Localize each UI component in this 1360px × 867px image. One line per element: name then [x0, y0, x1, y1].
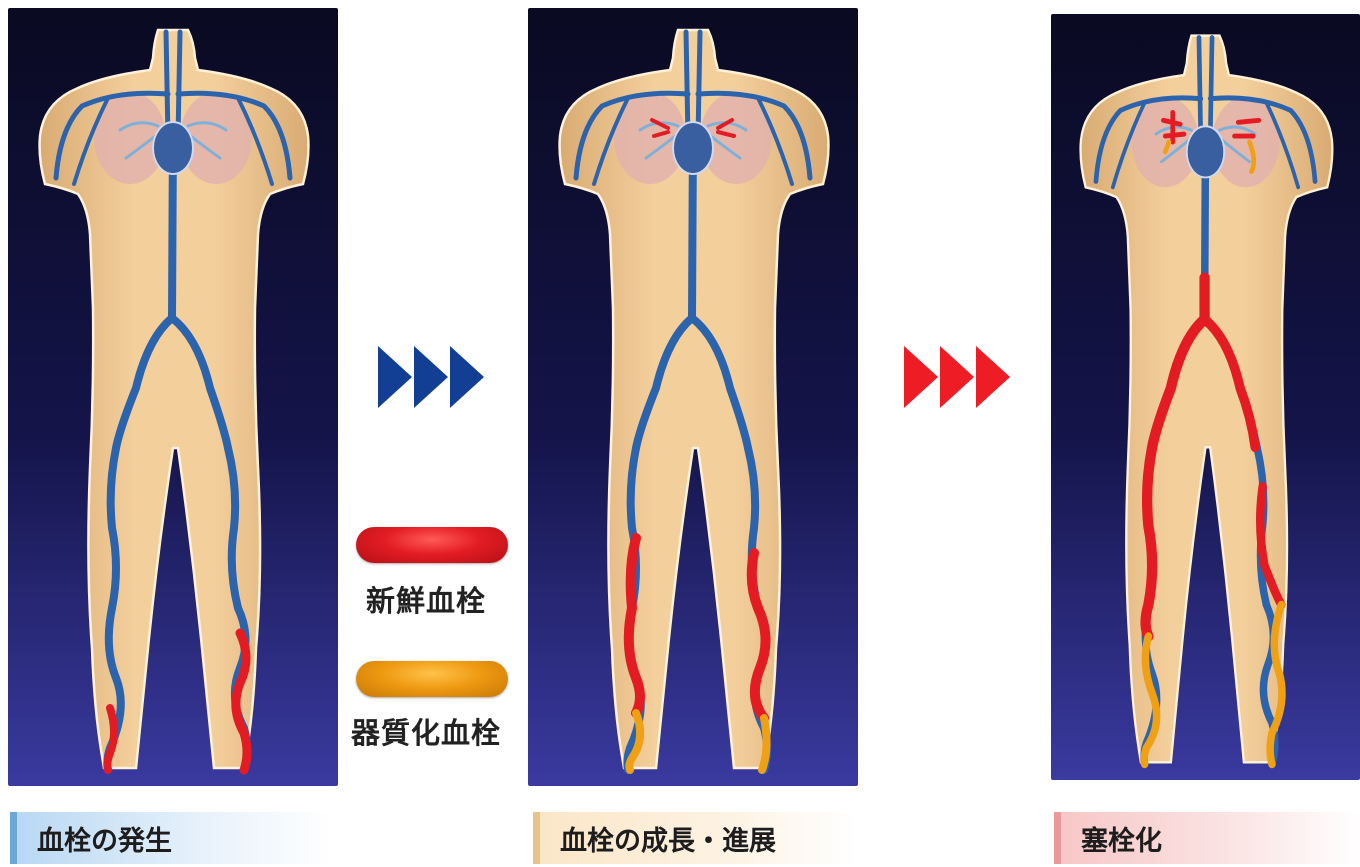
heart	[153, 122, 193, 174]
legend-fresh-thrombus-label: 新鮮血栓	[366, 578, 486, 620]
blue-chevron-arrow-icon	[450, 346, 484, 408]
organized-thrombus	[762, 718, 767, 770]
vein	[111, 448, 116, 608]
panel-thrombus-occurrence	[8, 8, 338, 786]
progression-arrows-red	[904, 346, 1010, 408]
panel-thrombus-growth	[528, 8, 858, 786]
caption-thrombus-growth: 血栓の成長・進展	[533, 812, 857, 864]
heart	[673, 122, 713, 174]
legend-organized-thrombus-label: 器質化血栓	[351, 710, 501, 752]
legend-fresh-thrombus-swatch	[356, 527, 508, 563]
legend-organized-thrombus-swatch	[356, 661, 508, 697]
blue-chevron-arrow-icon	[414, 346, 448, 408]
caption-thrombus-occurrence: 血栓の発生	[10, 812, 332, 864]
red-chevron-arrow-icon	[904, 346, 938, 408]
panel-embolization	[1051, 14, 1360, 780]
caption-embolization: 塞栓化	[1054, 812, 1360, 864]
red-chevron-arrow-icon	[976, 346, 1010, 408]
blue-chevron-arrow-icon	[378, 346, 412, 408]
progression-arrows-blue	[378, 346, 484, 408]
red-chevron-arrow-icon	[940, 346, 974, 408]
heart	[1187, 126, 1224, 177]
